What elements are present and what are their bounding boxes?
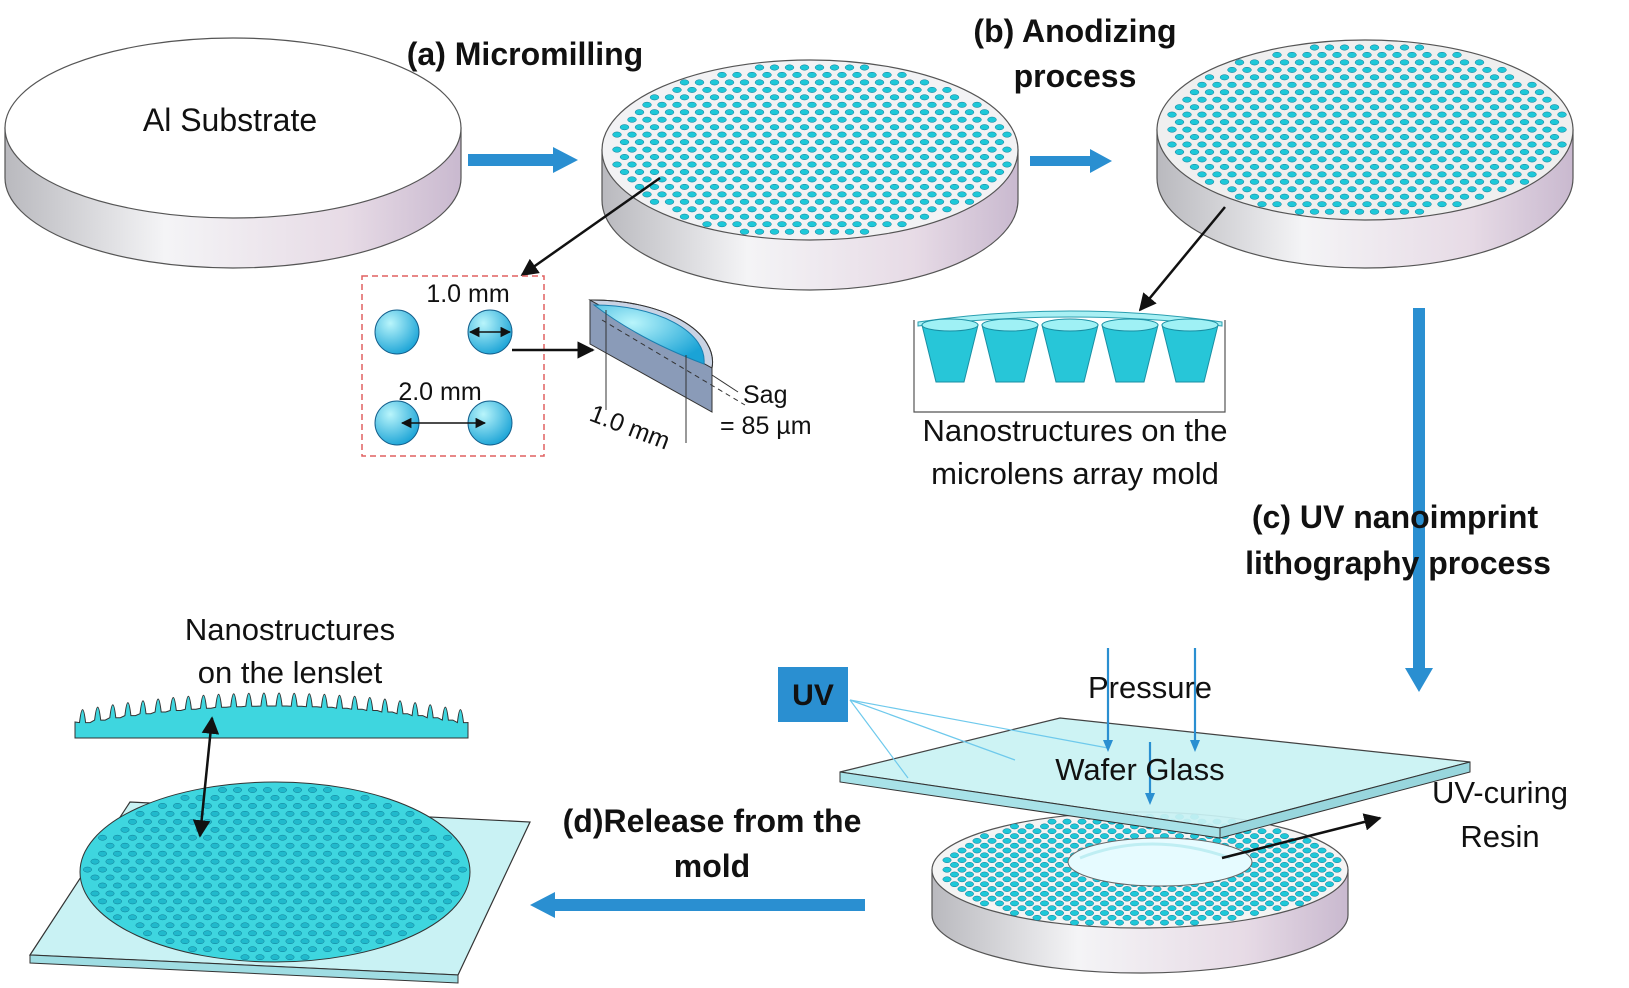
diameter-label: 1.0 mm bbox=[426, 280, 509, 308]
mold-caption-2: microlens array mold bbox=[931, 456, 1219, 491]
resin-label-2: Resin bbox=[1460, 819, 1539, 854]
substrate-label: Al Substrate bbox=[143, 102, 317, 138]
step-a-label: (a) Micromilling bbox=[407, 36, 643, 72]
anodized-dot-array bbox=[1167, 44, 1567, 215]
arrow-3-4 bbox=[1405, 308, 1433, 692]
pressure-label: Pressure bbox=[1088, 670, 1212, 705]
step-b-label-1: (b) Anodizing bbox=[973, 13, 1176, 49]
lenslet-caption-2: on the lenslet bbox=[198, 655, 383, 690]
mold-pointer-arrow bbox=[1138, 206, 1226, 312]
microlens-dot-array bbox=[612, 64, 1012, 235]
pitch-label: 2.0 mm bbox=[398, 378, 481, 406]
resin-pointer-arrow bbox=[1221, 813, 1382, 860]
resin-label-1: UV-curing bbox=[1432, 775, 1568, 810]
wafer-glass bbox=[839, 717, 1471, 839]
lens-detail-box: 1.0 mm 2.0 mm bbox=[361, 275, 545, 457]
lenslet-profile bbox=[74, 692, 469, 739]
mold-nanostructure-diagram bbox=[913, 310, 1226, 413]
step-b-label-2: process bbox=[1014, 58, 1137, 94]
mold-caption-1: Nanostructures on the bbox=[922, 413, 1227, 448]
step-c-label-2: lithography process bbox=[1245, 545, 1551, 581]
lenslet-caption-1: Nanostructures bbox=[185, 612, 395, 647]
released-lens-array bbox=[28, 781, 531, 984]
pressure-arrows bbox=[1103, 648, 1200, 805]
step-d-label-2: mold bbox=[674, 848, 750, 884]
uv-rays bbox=[849, 699, 1109, 779]
nano-cones bbox=[917, 310, 1223, 383]
sag-label: Sag bbox=[743, 381, 787, 409]
lens-circle bbox=[374, 309, 420, 355]
step-d-label-1: (d)Release from the bbox=[563, 803, 862, 839]
uv-label: UV bbox=[792, 679, 834, 712]
lens-cross-section: 1.0 mm Sag = 85 µm bbox=[586, 299, 812, 455]
uv-box: UV bbox=[778, 667, 848, 722]
wafer-glass-label: Wafer Glass bbox=[1055, 752, 1224, 787]
cross-width-label: 1.0 mm bbox=[586, 399, 674, 455]
al-substrate-disk: Al Substrate bbox=[4, 37, 462, 269]
micromilled-disk bbox=[601, 59, 1019, 291]
sag-value-label: = 85 µm bbox=[720, 412, 812, 440]
imprint-mold-disk bbox=[931, 811, 1349, 974]
lenslet-pointer-arrow bbox=[192, 716, 220, 838]
anodized-disk bbox=[1156, 39, 1574, 269]
arrow-4-5 bbox=[530, 892, 865, 918]
arrow-1-2 bbox=[468, 147, 578, 173]
arrow-2-3 bbox=[1030, 149, 1112, 173]
detail-pointer-arrow bbox=[520, 176, 661, 277]
step-c-label-1: (c) UV nanoimprint bbox=[1252, 499, 1539, 535]
